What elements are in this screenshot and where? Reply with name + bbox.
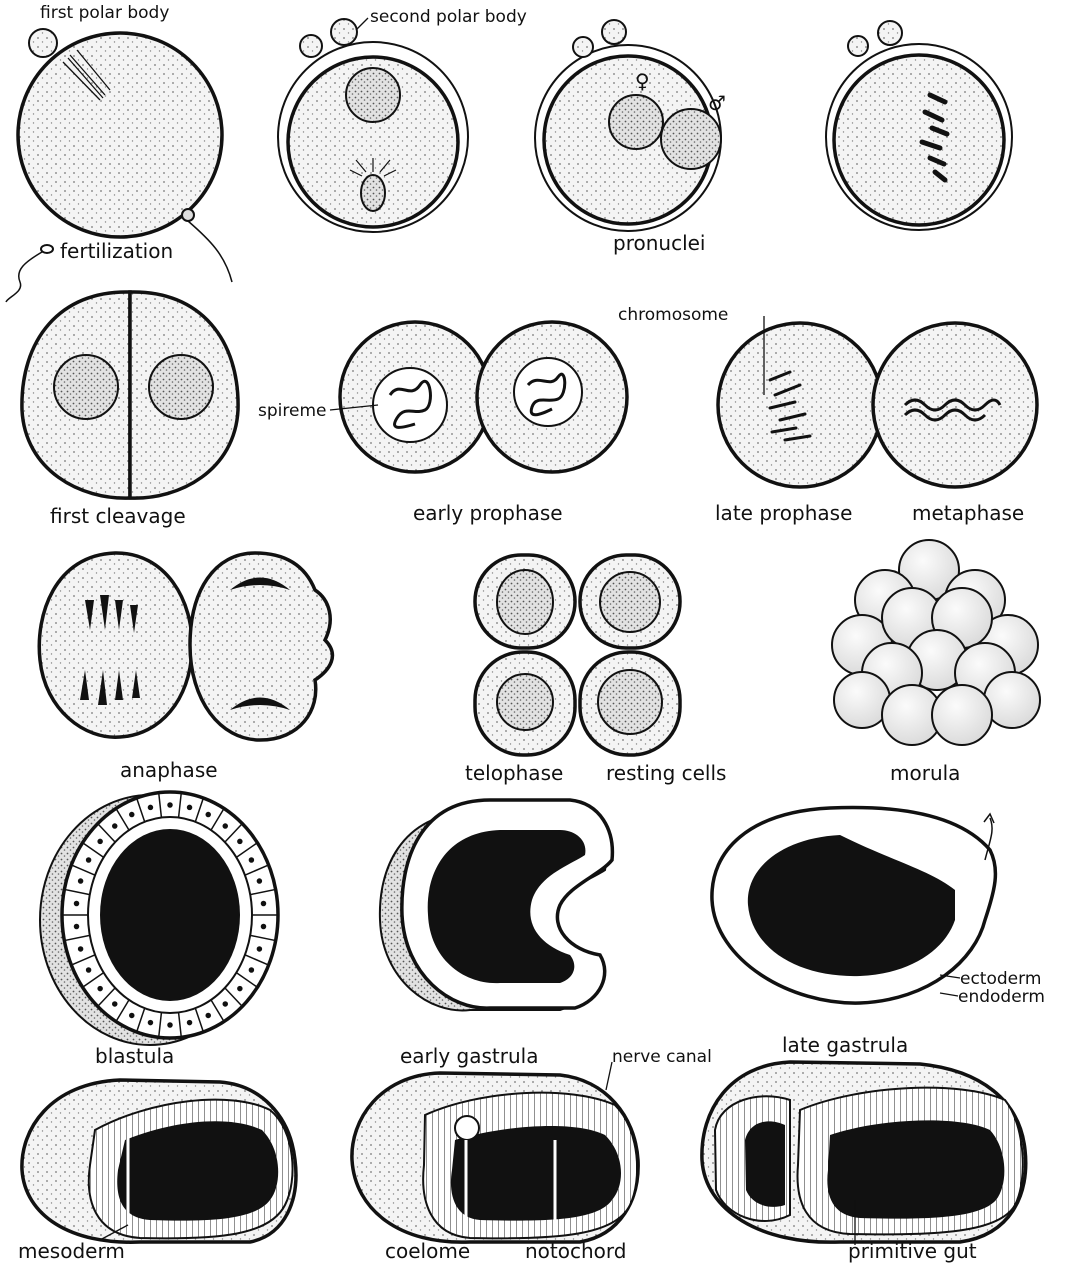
spireme-nucleus-right — [514, 358, 582, 426]
blastula-cell-nucleus — [261, 924, 265, 928]
primitive-gut-cavity — [827, 1120, 1004, 1218]
anaphase-cells — [39, 553, 332, 740]
first-cleavage-cells — [22, 292, 238, 498]
embryo-coelome — [352, 1073, 638, 1242]
blastula-cell-nucleus — [98, 839, 102, 843]
sperm-tail — [188, 221, 232, 282]
label-ectoderm: ectoderm — [960, 969, 1041, 989]
label-anaphase: anaphase — [120, 758, 218, 782]
blastula-cell-nucleus — [238, 987, 242, 991]
egg-second-polar-body — [278, 19, 468, 232]
label-notochord: notochord — [525, 1239, 626, 1263]
egg-metaphase-first — [826, 21, 1012, 230]
fertilization-sperm — [6, 245, 53, 302]
female-symbol: ♀ — [635, 69, 650, 93]
early-prophase-cells — [340, 322, 627, 472]
blastula-cell-nucleus — [238, 839, 242, 843]
egg-pronuclei — [535, 20, 721, 231]
blastula — [40, 792, 278, 1045]
blastula-cell-nucleus — [188, 1021, 192, 1025]
blastula-cell-nucleus — [168, 1023, 172, 1027]
late-gastrula — [712, 807, 996, 1003]
early-gastrula — [380, 800, 613, 1010]
blastula-cell-nucleus — [257, 947, 261, 951]
label-late-gastrula: late gastrula — [782, 1033, 908, 1057]
label-primitive-gut: primitive gut — [848, 1239, 977, 1263]
label-coelome: coelome — [385, 1239, 470, 1263]
first-polar-body-cell — [29, 29, 57, 57]
blastula-cell-nucleus — [223, 824, 227, 828]
male-symbol: ♂ — [708, 91, 726, 115]
embryo-primitive-gut — [702, 1062, 1026, 1245]
polar-body-b — [331, 19, 357, 45]
female-pronucleus — [609, 95, 663, 149]
label-resting-cells: resting cells — [606, 761, 726, 785]
blastula-cell-nucleus — [130, 813, 134, 817]
polar-body-a — [300, 35, 322, 57]
label-late-prophase: late prophase — [715, 501, 852, 525]
spireme-nucleus-left — [373, 368, 447, 442]
embryo-mesoderm — [22, 1080, 296, 1242]
label-telophase: telophase — [465, 761, 563, 785]
blastula-cell-nucleus — [113, 1002, 117, 1006]
prophase-metaphase-cells — [718, 323, 1037, 487]
label-blastula: blastula — [95, 1044, 174, 1068]
label-first-cleavage: first cleavage — [50, 504, 186, 528]
blastula-cell-nucleus — [206, 813, 210, 817]
blastula-cell-nucleus — [75, 902, 79, 906]
blastula-cell-nucleus — [261, 902, 265, 906]
label-nerve-canal: nerve canal — [612, 1047, 712, 1067]
telophase-resting-cells — [475, 555, 680, 755]
blastula-cell-nucleus — [87, 858, 91, 862]
blastula-cell-nucleus — [79, 879, 83, 883]
blastula-cell-nucleus — [79, 947, 83, 951]
blastula-cell-nucleus — [87, 968, 91, 972]
male-pronucleus — [661, 109, 721, 169]
label-pronuclei: pronuclei — [613, 231, 705, 255]
blastula-cell-nucleus — [249, 968, 253, 972]
label-endoderm: endoderm — [958, 987, 1045, 1007]
blastula-cell-nucleus — [148, 1021, 152, 1025]
mesoderm-cavity — [117, 1121, 278, 1220]
label-chromosome: chromosome — [618, 305, 728, 325]
blastula-cell-nucleus — [206, 1013, 210, 1017]
label-fertilization: fertilization — [60, 239, 173, 263]
blastula-cell-nucleus — [130, 1013, 134, 1017]
archenteron-early — [428, 830, 586, 983]
label-second-polar-body: second polar body — [370, 7, 527, 27]
blastula-cell-nucleus — [223, 1002, 227, 1006]
blastula-cell-nucleus — [188, 805, 192, 809]
blastula-cell-nucleus — [168, 803, 172, 807]
label-mesoderm: mesoderm — [18, 1239, 125, 1263]
neural-tube-section — [455, 1116, 479, 1140]
blastula-cell-nucleus — [75, 924, 79, 928]
label-early-gastrula: early gastrula — [400, 1044, 538, 1068]
label-spireme: spireme — [258, 401, 326, 421]
sperm-head — [182, 209, 194, 221]
label-metaphase: metaphase — [912, 501, 1024, 525]
morula-cluster — [832, 540, 1040, 745]
egg-nucleus — [346, 68, 400, 122]
blastula-cell-nucleus — [257, 879, 261, 883]
blastula-cell-nucleus — [98, 987, 102, 991]
label-early-prophase: early prophase — [413, 501, 563, 525]
label-first-polar-body: first polar body — [40, 3, 169, 23]
sperm-nucleus — [361, 175, 385, 211]
blastocoel — [100, 829, 240, 1001]
blastula-cell-nucleus — [249, 858, 253, 862]
label-morula: morula — [890, 761, 960, 785]
blastula-cell-nucleus — [148, 805, 152, 809]
blastula-cell-nucleus — [113, 824, 117, 828]
